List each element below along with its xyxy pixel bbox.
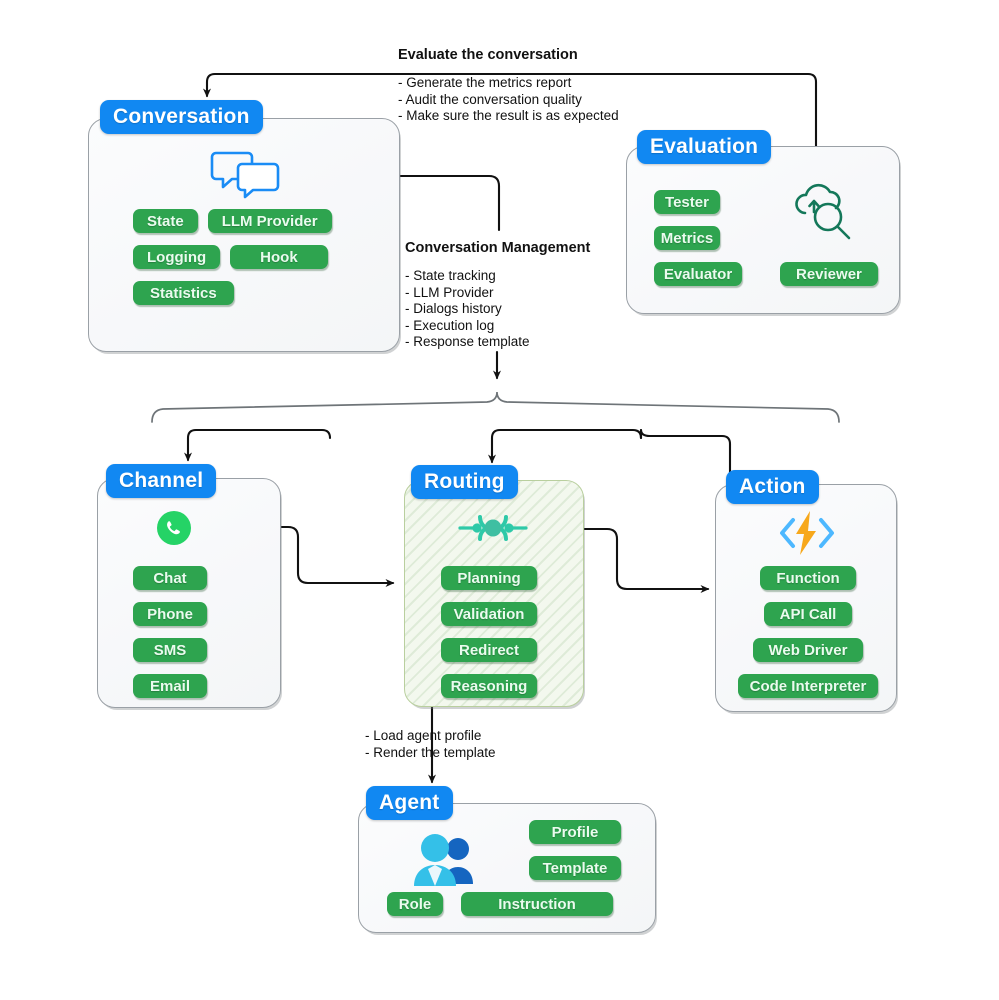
routing-node-icon	[458, 505, 528, 551]
annotation-cm-title: Conversation Management	[405, 240, 591, 256]
annotation-evaluate-line-3: - Make sure the result is as expected	[398, 108, 619, 123]
agent-pill-row-bottom: Role Instruction	[387, 892, 613, 916]
action-pill-column: Function API Call Web Driver Code Interp…	[733, 566, 883, 698]
panel-title-evaluation[interactable]: Evaluation	[637, 130, 772, 164]
panel-channel[interactable]	[97, 478, 281, 708]
panel-title-action[interactable]: Action	[726, 470, 819, 504]
panel-routing[interactable]	[404, 480, 584, 707]
panel-title-conversation[interactable]: Conversation	[100, 100, 263, 134]
annotation-conversation-management: Conversation Management - State tracking…	[405, 240, 590, 351]
pill-code-interpreter[interactable]: Code Interpreter	[737, 674, 879, 698]
annotation-cm-line-4: - Execution log	[405, 317, 495, 333]
panel-title-agent[interactable]: Agent	[366, 786, 453, 820]
pill-validation[interactable]: Validation	[441, 602, 537, 626]
pill-api-call[interactable]: API Call	[763, 602, 853, 626]
panel-title-routing[interactable]: Routing	[411, 465, 518, 499]
annotation-agent-line-2: - Render the template	[365, 744, 496, 760]
pill-statistics[interactable]: Statistics	[133, 281, 234, 305]
pill-logging[interactable]: Logging	[133, 245, 221, 269]
pill-template[interactable]: Template	[529, 856, 621, 880]
pill-email[interactable]: Email	[133, 674, 207, 698]
cloud-search-icon	[792, 182, 858, 244]
annotation-agent-line-1: - Load agent profile	[365, 728, 482, 743]
pill-llm-provider[interactable]: LLM Provider	[207, 209, 332, 233]
annotation-evaluate-line-1: - Generate the metrics report	[398, 75, 572, 90]
annotation-cm-line-2: - LLM Provider	[405, 284, 494, 300]
annotation-cm-line-3: - Dialogs history	[405, 301, 502, 316]
conversation-pill-row-1: State LLM Provider	[133, 209, 332, 233]
conversation-pill-row-2: Logging Hook	[133, 245, 328, 269]
panel-conversation[interactable]	[88, 118, 400, 352]
speech-bubbles-icon	[210, 147, 282, 199]
agent-pill-column-right: Profile Template	[529, 820, 621, 880]
annotation-evaluate: Evaluate the conversation - Generate the…	[398, 47, 619, 125]
whatsapp-icon	[155, 509, 193, 547]
pill-profile[interactable]: Profile	[529, 820, 621, 844]
routing-hatch-pattern	[405, 481, 583, 706]
pill-function[interactable]: Function	[760, 566, 856, 590]
pill-chat[interactable]: Chat	[133, 566, 207, 590]
evaluation-pill-row-reviewer: Reviewer	[780, 262, 878, 286]
pill-phone[interactable]: Phone	[133, 602, 207, 626]
annotation-cm-line-5: - Response template	[405, 334, 530, 349]
pill-evaluator[interactable]: Evaluator	[654, 262, 742, 286]
pill-hook[interactable]: Hook	[230, 245, 328, 269]
pill-web-driver[interactable]: Web Driver	[752, 638, 864, 662]
channel-pill-column: Chat Phone SMS Email	[133, 566, 207, 698]
annotation-evaluate-line-2: - Audit the conversation quality	[398, 91, 582, 107]
routing-pill-column: Planning Validation Redirect Reasoning	[441, 566, 537, 698]
panel-title-channel[interactable]: Channel	[106, 464, 217, 498]
annotation-cm-line-1: - State tracking	[405, 268, 496, 283]
pill-tester[interactable]: Tester	[654, 190, 720, 214]
conversation-pill-row-3: Statistics	[133, 281, 234, 305]
evaluation-pill-column: Tester Metrics Evaluator	[654, 190, 742, 286]
pill-sms[interactable]: SMS	[133, 638, 207, 662]
pill-reviewer[interactable]: Reviewer	[780, 262, 878, 286]
pill-state[interactable]: State	[133, 209, 198, 233]
pill-reasoning[interactable]: Reasoning	[441, 674, 537, 698]
pill-redirect[interactable]: Redirect	[441, 638, 537, 662]
pill-instruction[interactable]: Instruction	[461, 892, 613, 916]
pill-metrics[interactable]: Metrics	[654, 226, 720, 250]
pill-planning[interactable]: Planning	[441, 566, 537, 590]
annotation-evaluate-title: Evaluate the conversation	[398, 47, 578, 63]
pill-role[interactable]: Role	[387, 892, 443, 916]
people-icon	[409, 830, 479, 888]
annotation-agent: - Load agent profile - Render the templa…	[365, 728, 496, 761]
code-lightning-icon	[778, 508, 836, 558]
